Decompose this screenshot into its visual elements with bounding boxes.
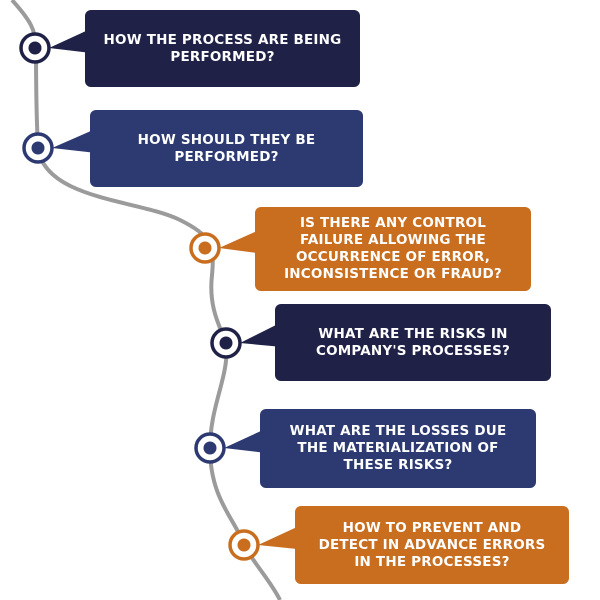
step-text: IS THERE ANY CONTROL FAILURE ALLOWING TH… (284, 215, 502, 282)
step-box-3: IS THERE ANY CONTROL FAILURE ALLOWING TH… (255, 207, 531, 291)
step-text: HOW THE PROCESS ARE BEING PERFORMED? (103, 31, 342, 65)
step-marker-dot (203, 441, 217, 455)
step-pointer (219, 231, 257, 253)
step-marker-dot (198, 241, 212, 255)
step-box-6: HOW TO PREVENT AND DETECT IN ADVANCE ERR… (295, 506, 569, 584)
step-pointer (52, 130, 92, 153)
step-box-5: WHAT ARE THE LOSSES DUE THE MATERIALIZAT… (260, 409, 536, 488)
step-marker-dot (28, 41, 42, 55)
step-marker-dot (219, 336, 233, 350)
step-text: HOW TO PREVENT AND DETECT IN ADVANCE ERR… (318, 519, 546, 570)
step-box-2: HOW SHOULD THEY BE PERFORMED? (90, 110, 363, 187)
step-text: WHAT ARE THE LOSSES DUE THE MATERIALIZAT… (289, 423, 507, 473)
step-pointer (240, 324, 277, 347)
step-text: HOW SHOULD THEY BE PERFORMED? (137, 131, 316, 165)
timeline-curve (10, 0, 282, 600)
step-marker-dot (31, 141, 45, 155)
step-pointer (224, 430, 262, 453)
step-box-4: WHAT ARE THE RISKS IN COMPANY'S PROCESSE… (275, 304, 551, 381)
step-pointer (49, 30, 87, 53)
step-box-1: HOW THE PROCESS ARE BEING PERFORMED? (85, 10, 360, 87)
step-marker-dot (237, 538, 251, 552)
step-pointer (258, 527, 297, 549)
step-text: WHAT ARE THE RISKS IN COMPANY'S PROCESSE… (315, 325, 511, 359)
